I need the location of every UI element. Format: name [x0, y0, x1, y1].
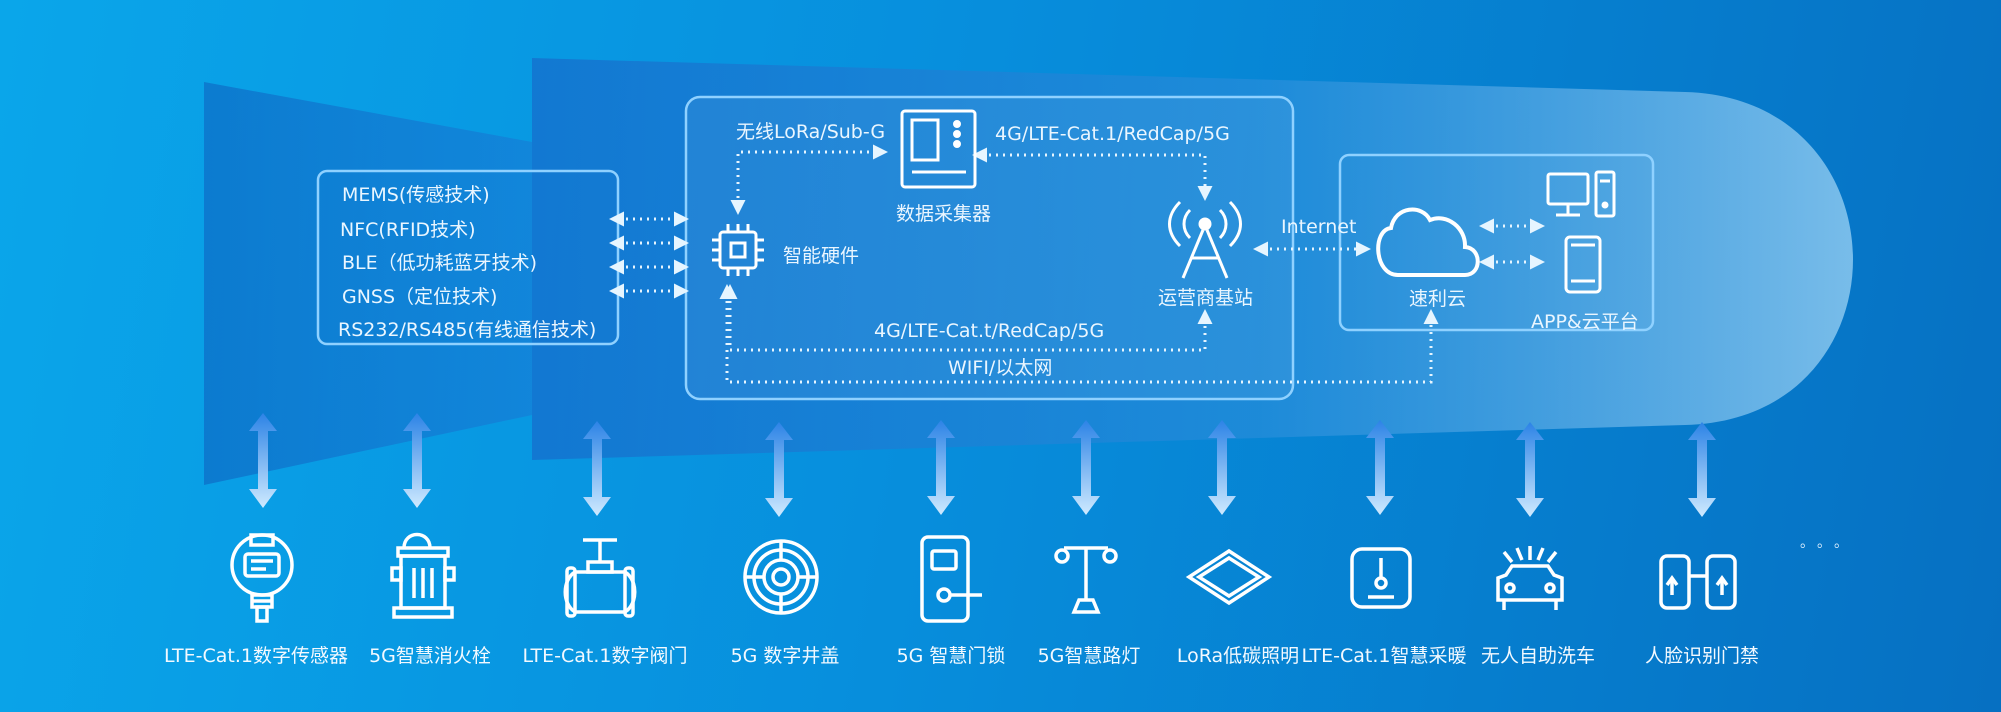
tech-item-mems: MEMS(传感技术): [342, 184, 490, 206]
panel-light-icon: [1185, 548, 1273, 606]
wifi-link-label: WIFI/以太网: [948, 357, 1053, 379]
device-arrow: [249, 413, 277, 508]
device-label-car-wash: 无人自助洗车: [1480, 645, 1596, 667]
valve-icon: [563, 538, 637, 618]
wireless-link-label: 无线LoRa/Sub-G: [736, 121, 886, 143]
tech-item-nfc: NFC(RFID技术): [340, 219, 476, 241]
device-label-manhole: 5G 数字井盖: [730, 645, 840, 667]
device-label-face-gate: 人脸识别门禁: [1644, 645, 1760, 667]
technology-box: [316, 169, 620, 346]
internet-label: Internet: [1281, 216, 1357, 238]
device-arrow: [1366, 420, 1394, 515]
collector-label: 数据采集器: [896, 203, 992, 225]
phone-icon: [1564, 235, 1602, 294]
device-arrow: [583, 421, 611, 516]
base-station-icon: [1168, 200, 1242, 279]
tech-item-ble: BLE（低功耗蓝牙技术): [342, 252, 538, 274]
cloud-icon: [1376, 207, 1480, 277]
device-arrow: [765, 422, 793, 517]
chip-icon: [712, 224, 764, 276]
base-station-label: 运营商基站: [1158, 287, 1254, 309]
thermostat-icon: [1350, 547, 1412, 609]
desktop-computer-icon: [1546, 170, 1616, 218]
face-gate-icon: [1659, 554, 1737, 610]
device-label-door-lock: 5G 智慧门锁: [896, 645, 1006, 667]
smart-hardware-label: 智能硬件: [783, 245, 860, 267]
device-arrow: [1688, 422, 1716, 517]
device-arrows: [249, 413, 1716, 517]
street-light-icon: [1054, 546, 1118, 614]
background-wedge-shape: [204, 82, 532, 485]
system-links: [719, 144, 1545, 384]
tech-item-rs232: RS232/RS485(有线通信技术): [338, 319, 597, 341]
app-platform-label: APP&云平台: [1531, 311, 1639, 333]
technology-connectors: [609, 211, 689, 299]
car-wash-icon: [1496, 546, 1564, 610]
device-label-street-light: 5G智慧路灯: [1037, 645, 1141, 667]
device-label-hydrant: 5G智慧消火栓: [369, 645, 491, 667]
data-collector-icon: [900, 109, 977, 189]
door-lock-icon: [920, 535, 982, 623]
sensor-icon: [230, 533, 294, 623]
cloud-label: 速利云: [1409, 288, 1467, 310]
device-arrow: [403, 413, 431, 508]
device-arrow: [1208, 420, 1236, 515]
tech-item-gnss: GNSS（定位技术): [342, 286, 498, 308]
device-arrow: [1072, 420, 1100, 515]
device-label-sensor: LTE-Cat.1数字传感器: [164, 645, 348, 667]
direct-link-label: 4G/LTE-Cat.t/RedCap/5G: [874, 320, 1105, 342]
hydrant-icon: [390, 532, 456, 619]
device-label-panel-light: LoRa低碳照明: [1176, 645, 1300, 667]
device-arrow: [1516, 422, 1544, 517]
manhole-cover-icon: [743, 539, 819, 615]
collector-link-label: 4G/LTE-Cat.1/RedCap/5G: [995, 123, 1230, 145]
more-ellipsis: 。。。: [1800, 534, 1858, 550]
device-label-heating: LTE-Cat.1智慧采暖: [1301, 645, 1467, 667]
device-arrow: [927, 420, 955, 515]
device-label-valve: LTE-Cat.1数字阀门: [522, 645, 688, 667]
